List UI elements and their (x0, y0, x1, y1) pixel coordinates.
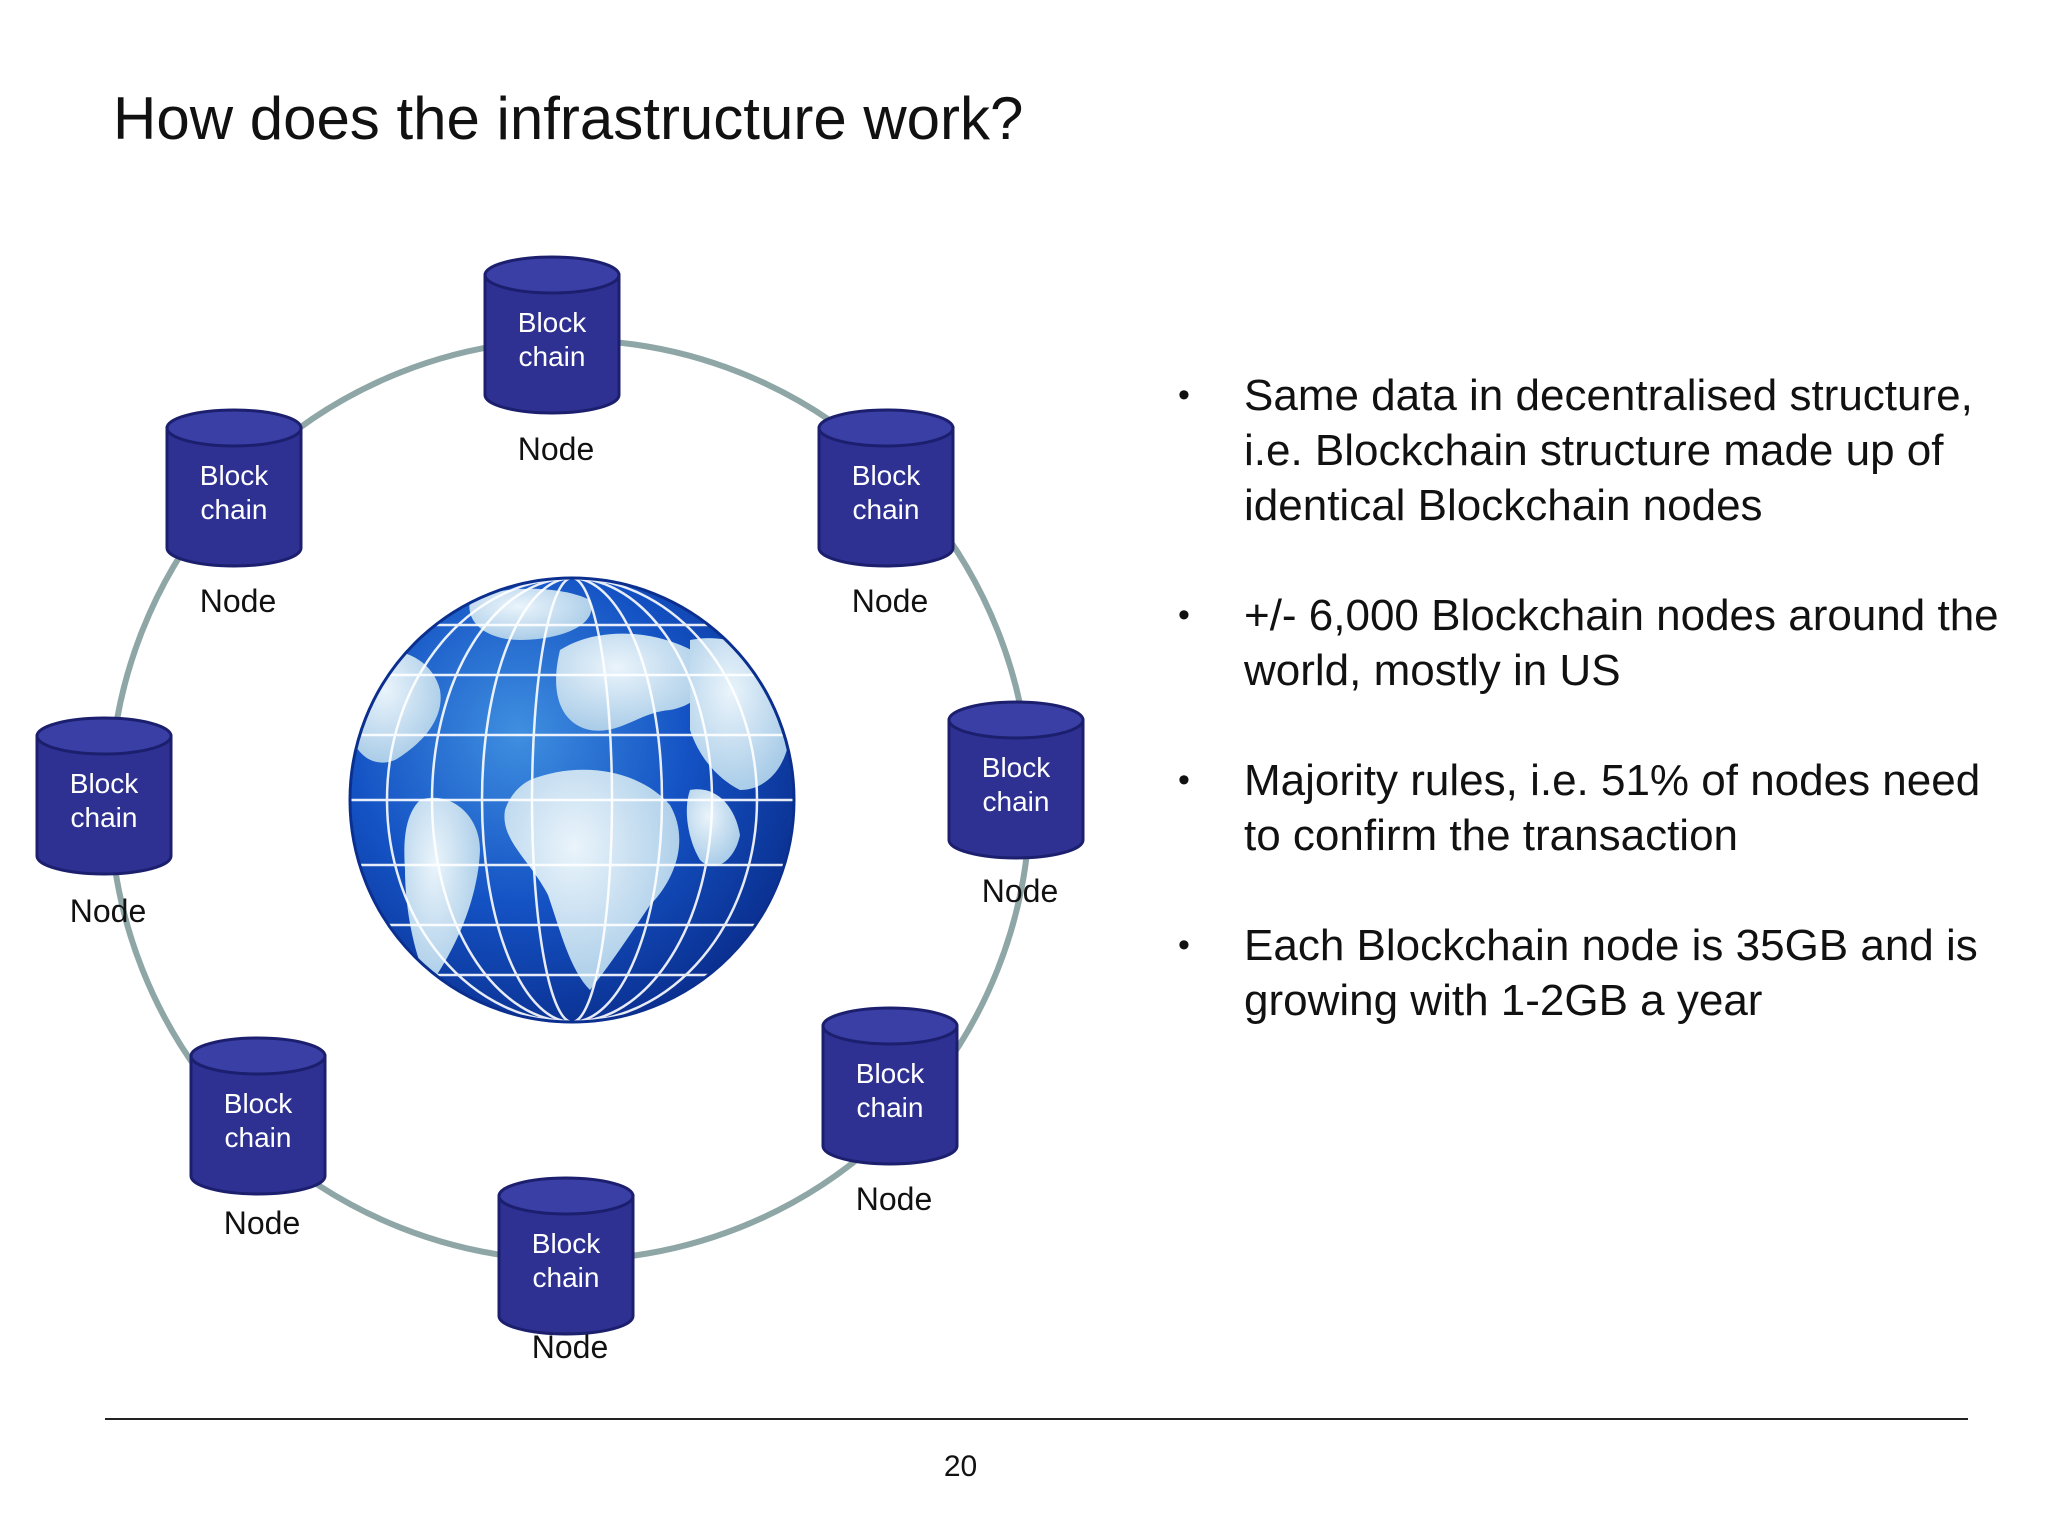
node-label: Node (200, 583, 277, 619)
cylinder-label-line2: chain (519, 341, 586, 372)
database-cylinder-icon (483, 255, 621, 415)
bullet-item: •Majority rules, i.e. 51% of nodes need … (1178, 753, 2008, 863)
globe-icon (348, 576, 796, 1024)
cylinder-label-line2: chain (225, 1122, 292, 1153)
cylinder-label-line2: chain (983, 786, 1050, 817)
cylinder-label-line1: Block (852, 460, 921, 491)
database-cylinder-icon (189, 1036, 327, 1196)
node-label: Node (982, 873, 1059, 909)
node-label: Node (532, 1329, 609, 1365)
node-label: Node (518, 431, 595, 467)
cylinder-label-line1: Block (200, 460, 269, 491)
footer-divider (105, 1418, 1968, 1420)
cylinder-label-line1: Block (856, 1058, 925, 1089)
bullet-dot-icon: • (1178, 376, 1190, 414)
bullet-item: •Each Blockchain node is 35GB and is gro… (1178, 918, 2008, 1028)
database-cylinder-icon (165, 408, 303, 568)
database-cylinder-icon (821, 1006, 959, 1166)
bullet-item: •+/- 6,000 Blockchain nodes around the w… (1178, 588, 2008, 698)
slide-title: How does the infrastructure work? (113, 85, 1024, 152)
database-cylinder-icon (817, 408, 955, 568)
node-label: Node (852, 583, 929, 619)
cylinder-label-line2: chain (201, 494, 268, 525)
cylinder-label-line1: Block (70, 768, 139, 799)
cylinder-label-line2: chain (853, 494, 920, 525)
bullet-dot-icon: • (1178, 761, 1190, 799)
cylinder-label-line1: Block (532, 1228, 601, 1259)
node-label: Node (224, 1205, 301, 1241)
node-label: Node (70, 893, 147, 929)
bullet-dot-icon: • (1178, 926, 1190, 964)
database-cylinder-icon (947, 700, 1085, 860)
cylinder-label-line1: Block (982, 752, 1051, 783)
page-number: 20 (943, 1450, 978, 1483)
bullet-item: •Same data in decentralised structure, i… (1178, 368, 2008, 533)
bullet-list: •Same data in decentralised structure, i… (1178, 368, 2008, 1083)
cylinder-label-line1: Block (224, 1088, 293, 1119)
node-label: Node (856, 1181, 933, 1217)
cylinder-label-line1: Block (518, 307, 587, 338)
cylinder-label-line2: chain (533, 1262, 600, 1293)
cylinder-label-line2: chain (857, 1092, 924, 1123)
cylinder-label-line2: chain (71, 802, 138, 833)
blockchain-network-diagram: BlockchainNodeBlockchainNodeBlockchainNo… (35, 255, 1085, 1365)
database-cylinder-icon (35, 716, 173, 876)
database-cylinder-icon (497, 1176, 635, 1336)
bullet-dot-icon: • (1178, 596, 1190, 634)
